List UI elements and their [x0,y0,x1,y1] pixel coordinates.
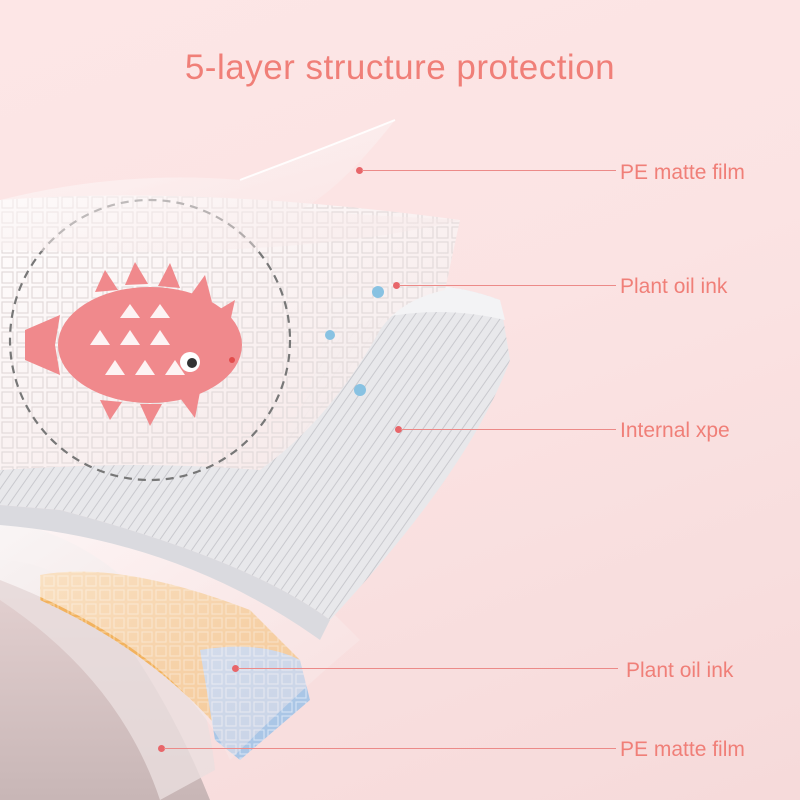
label-pe-matte-film-bottom: PE matte film [620,738,745,761]
callout-dot [395,426,402,433]
callout-dot [356,167,363,174]
top-pe-film-peel [0,120,460,252]
ink-dot [354,384,366,396]
ink-dot [372,286,384,298]
callout-dot [393,282,400,289]
xpe-core-layer [0,285,510,620]
callout-line [362,170,616,171]
callout-line [399,285,616,286]
label-plant-oil-ink-bottom: Plant oil ink [626,659,734,682]
page-title: 5-layer structure protection [184,48,616,87]
callout-dot [158,745,165,752]
callout-line [401,429,616,430]
callout-line [238,668,618,669]
pufferfish-illustration [25,262,242,426]
label-plant-oil-ink-top: Plant oil ink [620,275,728,298]
label-internal-xpe: Internal xpe [620,419,730,442]
label-pe-matte-film-top: PE matte film [620,161,745,184]
callout-line [164,748,616,749]
ink-dot [325,330,335,340]
callout-dot [232,665,239,672]
